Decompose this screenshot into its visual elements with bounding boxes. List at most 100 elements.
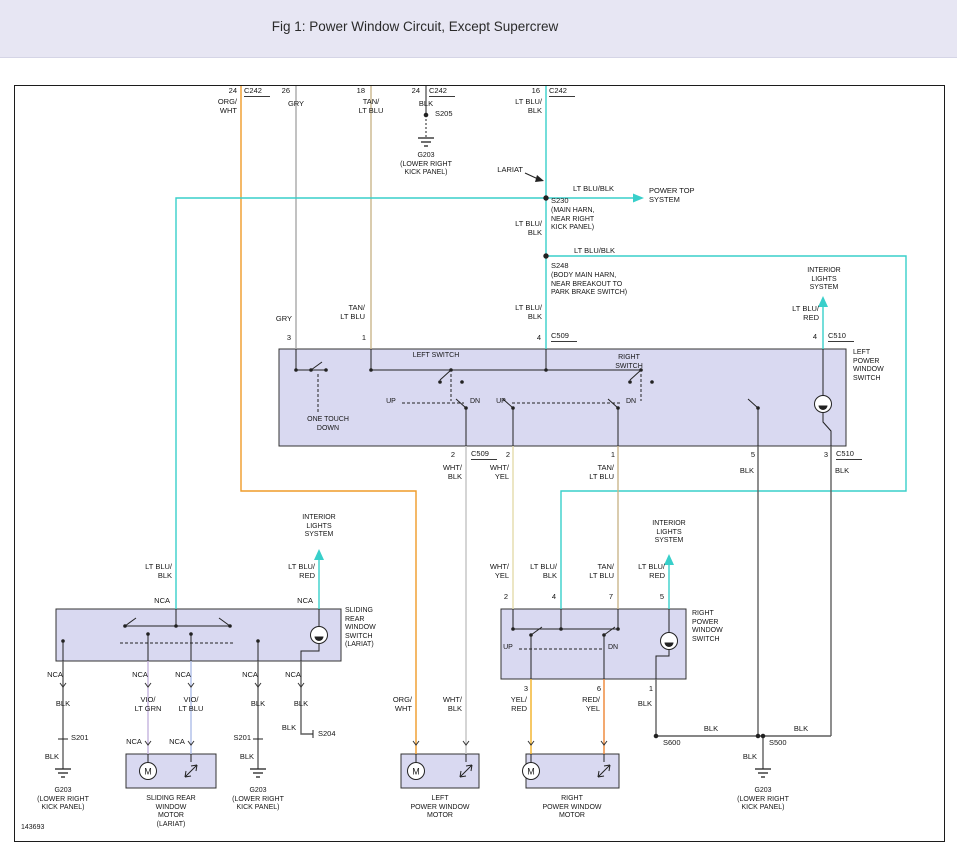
wire-label-blk-g1: BLK [44, 752, 59, 761]
motor-m: M [527, 767, 535, 777]
wire-label-blk-top: BLK [418, 99, 434, 108]
system-interior-lights-left: INTERIOR LIGHTS SYSTEM [302, 514, 336, 538]
wire-org-wht [240, 86, 417, 754]
ground-g203-right-label: G203 (LOWER RIGHT KICK PANEL) [737, 787, 789, 811]
conn-c242-b: C242 [429, 86, 455, 97]
pin-18: 18 [356, 86, 365, 95]
ground-g203-top-label: G203 (LOWER RIGHT KICK PANEL) [400, 152, 452, 176]
splice-s204-label: S204 [318, 729, 336, 738]
wire-label-blk-s204: BLK [281, 723, 297, 732]
pin-24-b: 24 [411, 86, 420, 95]
right-power-window-switch-box [500, 608, 687, 680]
label-left-power-window-switch: LEFT POWER WINDOW SWITCH [853, 349, 884, 382]
splice-s230-desc: (MAIN HARN, NEAR RIGHT KICK PANEL) [551, 207, 595, 231]
wire-label-nca-b2: NCA [132, 670, 148, 679]
wire-label-blk-sl4: BLK [250, 699, 266, 708]
wire-blk-sliding [62, 661, 313, 769]
wire-label-blk-h2: BLK [793, 724, 809, 733]
ground-g203-mid-icon [250, 768, 266, 778]
label-one-touch-down: ONE TOUCH DOWN [307, 416, 349, 432]
left-power-window-switch-box [278, 348, 847, 447]
splice-s248 [543, 253, 549, 259]
splice-s205 [423, 112, 429, 118]
wire-ltblu-red-up-mid [664, 554, 674, 609]
wire-label-blk-pin5: BLK [739, 466, 754, 475]
label-left-switch: LEFT SWITCH [412, 352, 460, 359]
splice-s500 [760, 733, 766, 739]
wire-label-ltblu-red-right: LT BLU/ RED [792, 304, 819, 322]
motor-m: M [412, 767, 420, 777]
splice-s205-label: S205 [435, 109, 453, 118]
pin-16: 16 [531, 86, 540, 95]
wire-label-nca-b4: NCA [242, 670, 258, 679]
pin-2-c509-bottom: 2 [450, 450, 455, 459]
wire-label-blk-g2: BLK [239, 752, 254, 761]
conn-c242-a: C242 [244, 86, 270, 97]
pin-3-right: 3 [523, 684, 528, 693]
left-power-window-switch-internals [294, 349, 832, 446]
pin-7-right: 7 [608, 592, 613, 601]
wire-label-vio-ltblu: VIO/ LT BLU [178, 695, 204, 713]
right-power-window-switch-internals [511, 609, 678, 679]
wire-label-ltblu-blk-mid: LT BLU/ BLK [515, 219, 542, 237]
wire-label-blk-r1: BLK [637, 699, 652, 708]
pin-5-bottom: 5 [750, 450, 755, 459]
motor-m: M [144, 767, 152, 777]
motor-symbols: M M M [139, 754, 611, 780]
wire-label-nca-top-2: NCA [297, 596, 313, 605]
pin-1-bottom: 1 [610, 450, 615, 459]
junction-pin5 [755, 733, 761, 739]
splice-s230-label: S230 [551, 196, 569, 205]
wire-label-tan-ltblu-top: TAN/ LT BLU [358, 97, 384, 115]
wire-label-tan-ltblu-4: TAN/ LT BLU [589, 562, 614, 580]
conn-c509-top: C509 [551, 331, 577, 342]
pin-26: 26 [281, 86, 290, 95]
wire-label-gry-2: GRY [275, 314, 292, 323]
system-power-top-label: POWER TOP SYSTEM [649, 186, 695, 204]
wire-label-wht-blk-1: WHT/ BLK [442, 463, 462, 481]
wire-ltblu-red-up-right [818, 296, 828, 349]
wire-label-ltblu-red-2: LT BLU/ RED [638, 562, 665, 580]
wire-label-gry-top: GRY [287, 99, 305, 108]
pin-3: 3 [286, 333, 291, 342]
wire-label-yel-red: YEL/ RED [510, 695, 527, 713]
wire-label-wht-yel-2: WHT/ YEL [489, 562, 509, 580]
wire-blk-ground-runs [655, 446, 832, 769]
wire-label-red-yel: RED/ YEL [582, 695, 600, 713]
splice-s248-desc: (BODY MAIN HARN, NEAR BREAKOUT TO PARK B… [551, 272, 628, 296]
wire-label-nca-b3: NCA [175, 670, 191, 679]
wire-label-blk-sl1: BLK [55, 699, 71, 708]
ground-g203-mid-label: G203 (LOWER RIGHT KICK PANEL) [232, 787, 284, 811]
wire-label-ltblu-blk-2: LT BLU/ BLK [515, 303, 542, 321]
sliding-rear-window-switch-box [55, 608, 342, 662]
wire-label-blk-sl5: BLK [293, 699, 309, 708]
wire-label-ltblublk-s248: LT BLU/BLK [574, 246, 615, 255]
splices-and-junctions [58, 112, 766, 740]
wire-ltblu-red-up-left [314, 549, 324, 609]
sliding-rear-window-switch-internals [61, 609, 328, 661]
ground-g203-top-icon [418, 137, 434, 147]
wire-label-nca-m2: NCA [169, 737, 185, 746]
figure-id: 143693 [21, 824, 45, 831]
label-right-power-window-motor: RIGHT POWER WINDOW MOTOR [542, 795, 602, 819]
wire-label-tan-ltblu-2: TAN/ LT BLU [340, 303, 365, 321]
pin-1-right: 1 [648, 684, 653, 693]
wire-label-blk-h1: BLK [703, 724, 719, 733]
illumination-lamp-icon [814, 349, 832, 446]
wire-label-blk-pin3: BLK [835, 466, 850, 475]
wire-label-blk-g3: BLK [742, 752, 757, 761]
label-right-power-window-switch: RIGHT POWER WINDOW SWITCH [692, 610, 723, 643]
wire-label-wht-blk-2: WHT/ BLK [442, 695, 462, 713]
splice-s500-label: S500 [769, 738, 787, 747]
label-up-1: UP [386, 398, 396, 405]
conn-c510-top: C510 [828, 331, 854, 342]
right-power-window-motor-icon: M [522, 754, 611, 780]
pin-24-a: 24 [228, 86, 237, 95]
wire-label-tan-ltblu-3: TAN/ LT BLU [589, 463, 614, 481]
wire-ltblu-blk [175, 86, 907, 609]
wire-label-ltblu-blk-3: LT BLU/ BLK [530, 562, 557, 580]
lariat-arrow [524, 172, 544, 182]
conn-c510-bottom: C510 [836, 449, 862, 460]
